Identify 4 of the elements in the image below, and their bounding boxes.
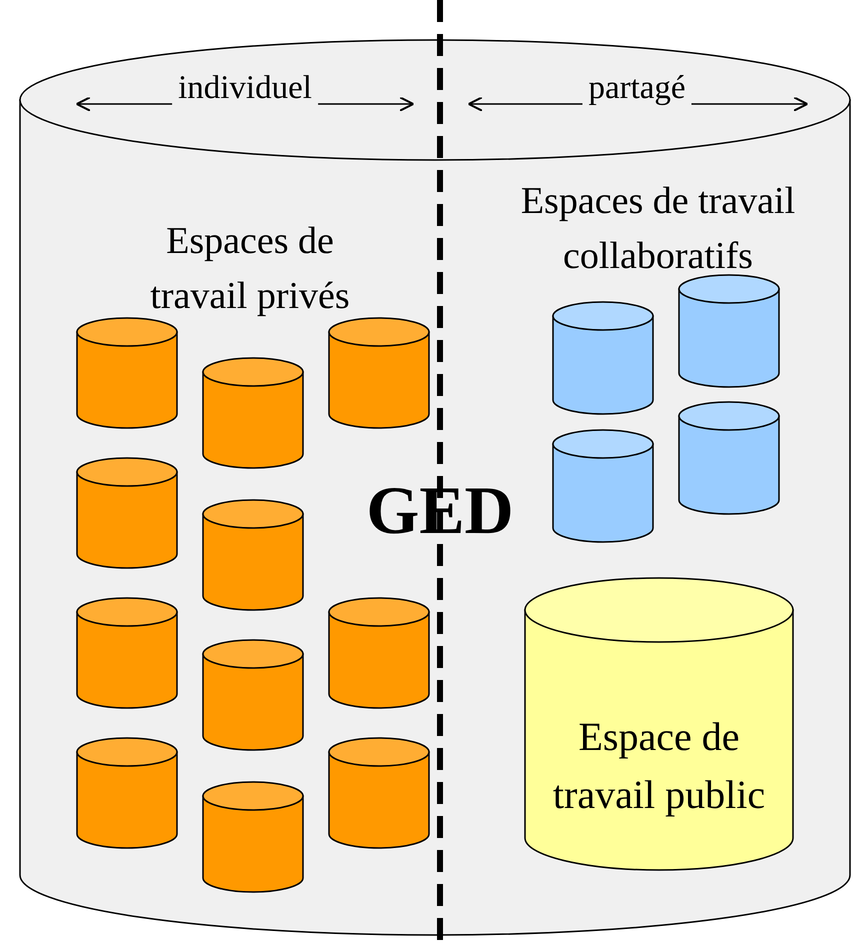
- section-heading: Espaces de travail collaboratifs: [520, 179, 796, 280]
- title-label: GED: [365, 471, 515, 550]
- cylinder-label: Espace de travail public: [552, 713, 766, 819]
- section-heading: Espaces de travail privés: [149, 219, 351, 320]
